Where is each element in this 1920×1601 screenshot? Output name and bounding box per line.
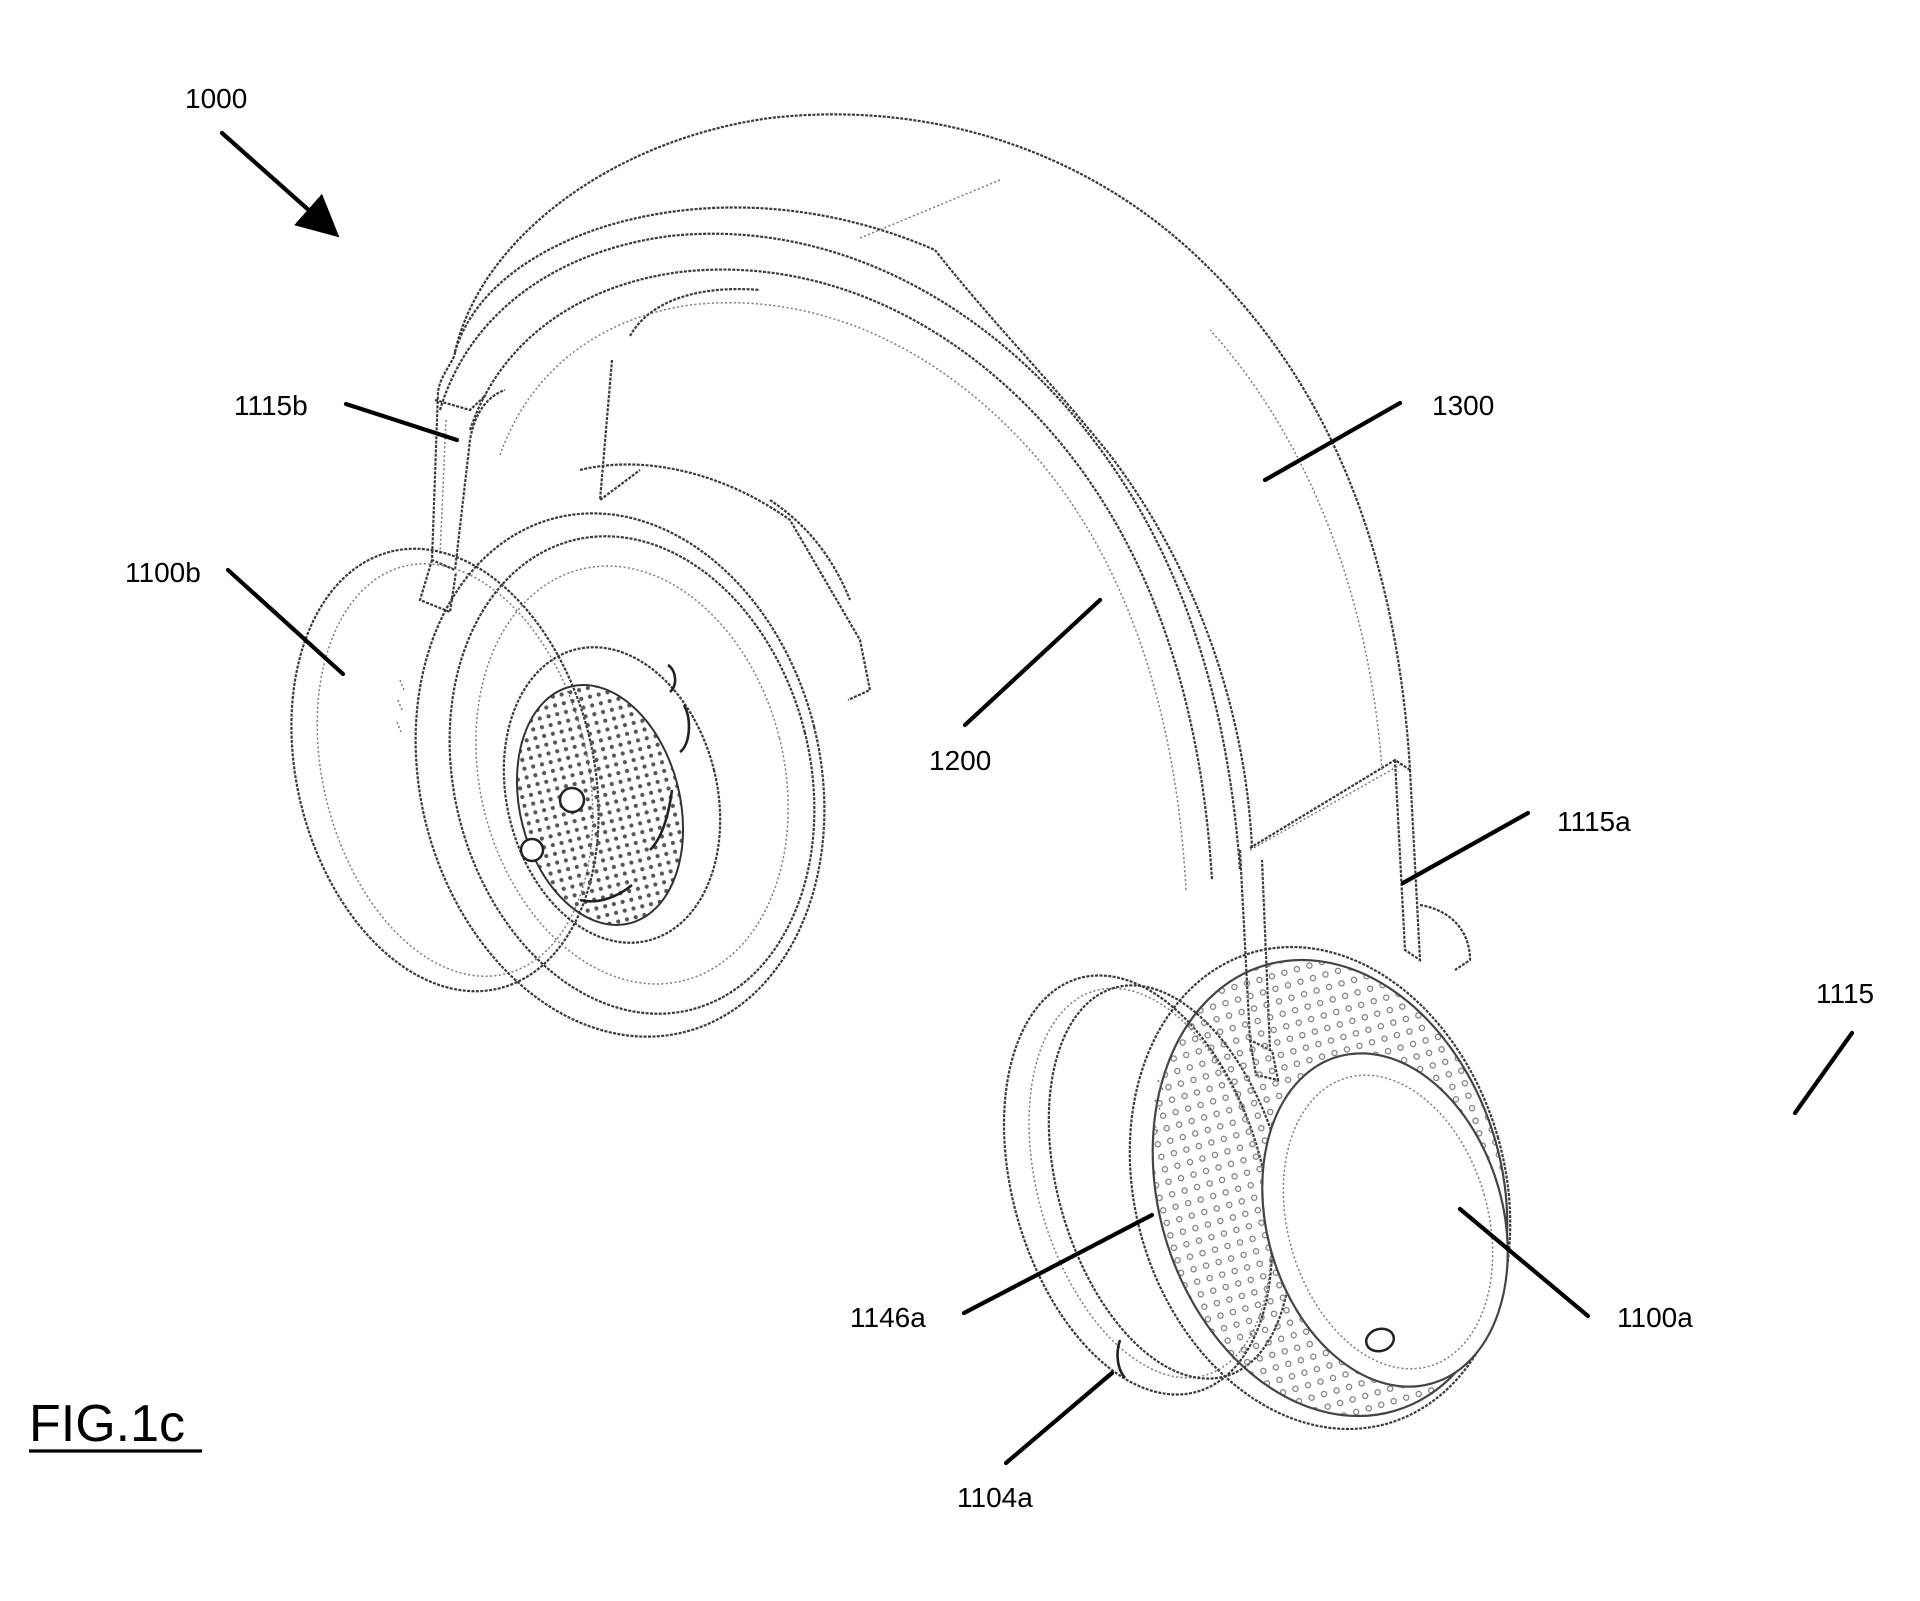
- reference-labels: 1000 1115b 1300 1100b 1200 1115a 1115 11…: [125, 83, 1874, 1513]
- label-1300: 1300: [1432, 390, 1494, 421]
- label-1146a: 1146a: [850, 1302, 926, 1333]
- label-1104a: 1104a: [957, 1482, 1033, 1513]
- label-1000: 1000: [185, 83, 247, 114]
- leader-1200: [962, 597, 1103, 728]
- leader-1115b: [343, 401, 460, 443]
- leader-1115: [1792, 1030, 1855, 1116]
- label-1200: 1200: [929, 745, 991, 776]
- label-1100b: 1100b: [125, 557, 201, 588]
- leader-1100a: [1457, 1206, 1591, 1319]
- slider-arm-b: [418, 351, 506, 614]
- label-1100a: 1100a: [1617, 1302, 1693, 1333]
- figure-title: FIG.1c: [29, 1395, 185, 1453]
- leader-1115a: [1400, 810, 1531, 886]
- headphones-drawing: [290, 113, 1512, 1431]
- leader-1100b: [225, 567, 346, 677]
- ear-cup-a: [1002, 945, 1512, 1431]
- leader-1300: [1262, 400, 1403, 483]
- ear-cup-b: [290, 463, 872, 1038]
- leader-1146a: [961, 1212, 1155, 1316]
- figure-caption: FIG.1c: [29, 1395, 202, 1453]
- leader-lines: [219, 130, 1855, 1466]
- leader-1104a: [1003, 1370, 1115, 1466]
- headband-inner: [438, 232, 1242, 891]
- label-1115b: 1115b: [234, 390, 308, 421]
- label-1115: 1115: [1816, 978, 1874, 1009]
- leader-1000: [219, 130, 340, 238]
- label-1115a: 1115a: [1557, 806, 1631, 837]
